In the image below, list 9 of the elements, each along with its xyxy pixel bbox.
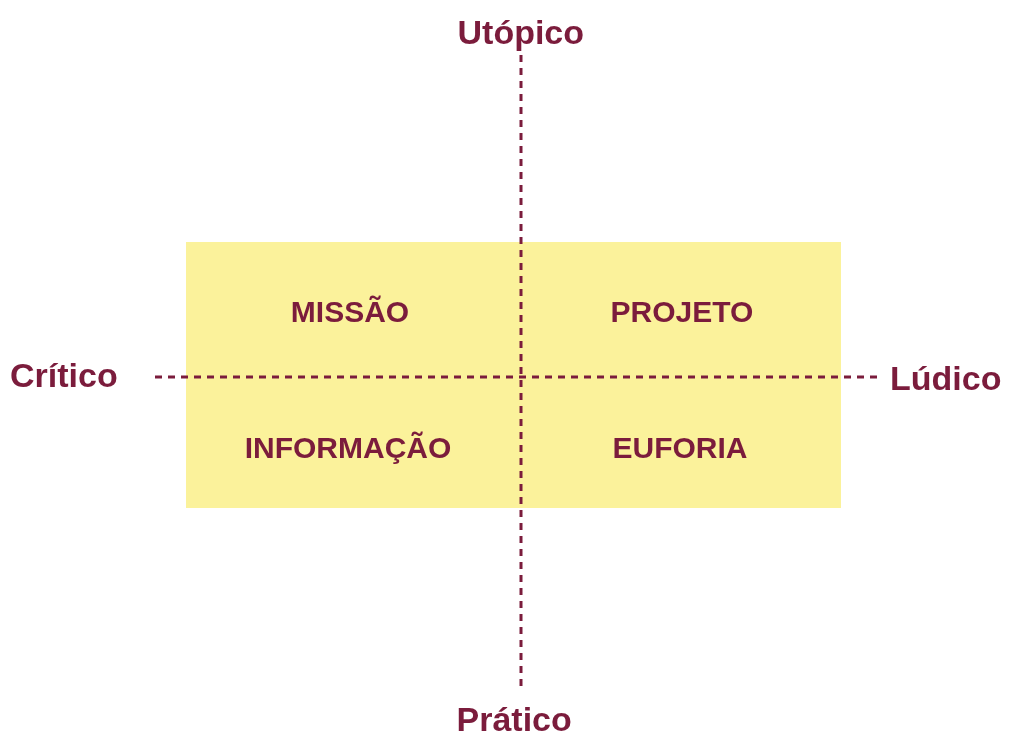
quadrant-label: INFORMAÇÃO [244, 431, 452, 465]
axis-label: Lúdico [890, 359, 1002, 397]
axis-label: Crítico [10, 356, 118, 394]
quadrant-panel [186, 242, 841, 508]
axis-label: Prático [456, 700, 572, 736]
quadrant-label: PROJETO [610, 295, 754, 329]
axis-label: Utópico [457, 13, 585, 51]
quadrant-label: EUFORIA [612, 431, 748, 465]
quadrant-label: MISSÃO [290, 295, 410, 329]
